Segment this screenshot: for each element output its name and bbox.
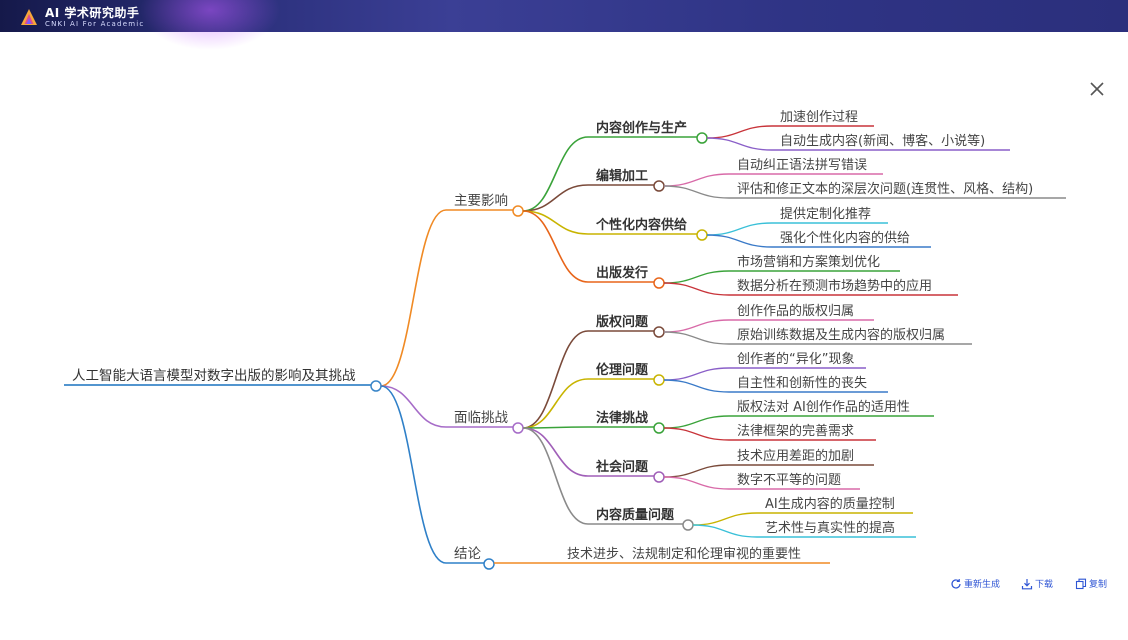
leaf-label: 市场营销和方案策划优化 bbox=[737, 254, 880, 270]
leaf-connector bbox=[663, 427, 730, 441]
child-label: 个性化内容供给 bbox=[595, 217, 687, 233]
branch-node[interactable] bbox=[512, 422, 524, 434]
download-label: 下载 bbox=[1035, 580, 1054, 590]
leaf-connector bbox=[692, 524, 758, 538]
leaf-connector bbox=[663, 282, 730, 296]
copy-label: 复制 bbox=[1089, 580, 1108, 590]
leaf-connector bbox=[663, 476, 730, 490]
branch-connector bbox=[380, 385, 447, 428]
child-label: 内容质量问题 bbox=[596, 507, 675, 523]
branch-connector bbox=[380, 209, 447, 387]
child-node[interactable] bbox=[653, 471, 665, 483]
leaf-label: 评估和修正文本的深层次问题(连贯性、风格、结构) bbox=[737, 181, 1033, 197]
child-connector bbox=[522, 426, 589, 429]
leaf-label: 提供定制化推荐 bbox=[780, 206, 871, 222]
leaf-connector bbox=[663, 173, 730, 187]
branch-node[interactable] bbox=[483, 558, 495, 570]
child-connector bbox=[522, 136, 589, 212]
refresh-icon bbox=[951, 578, 961, 589]
leaf-connector bbox=[663, 270, 730, 284]
leaf-connector bbox=[663, 367, 730, 381]
child-node[interactable] bbox=[653, 326, 665, 338]
child-label: 版权问题 bbox=[596, 314, 649, 330]
leaf-label: 自动生成内容(新闻、博客、小说等) bbox=[780, 133, 985, 149]
child-label: 出版发行 bbox=[596, 265, 648, 281]
child-connector bbox=[522, 210, 589, 283]
leaf-label: 创作者的“异化”现象 bbox=[737, 351, 854, 367]
branch-label: 主要影响 bbox=[454, 193, 508, 209]
child-node[interactable] bbox=[653, 374, 665, 386]
child-node[interactable] bbox=[696, 132, 708, 144]
conclusion-label: 技术进步、法规制定和伦理审视的重要性 bbox=[567, 546, 801, 562]
child-label: 编辑加工 bbox=[596, 168, 648, 184]
app-subtitle: CNKI AI For Academic bbox=[45, 20, 145, 28]
leaf-label: 加速创作过程 bbox=[780, 110, 858, 125]
leaf-label: 艺术性与真实性的提高 bbox=[765, 520, 895, 536]
leaf-connector bbox=[706, 234, 773, 248]
branch-label: 结论 bbox=[454, 546, 481, 562]
copy-button[interactable]: 复制 bbox=[1075, 577, 1107, 590]
leaf-label: 法律框架的完善需求 bbox=[737, 423, 854, 439]
leaf-connector bbox=[663, 185, 730, 199]
root-label: 人工智能大语言模型对数字出版的影响及其挑战 bbox=[72, 368, 356, 384]
regenerate-label: 重新生成 bbox=[964, 580, 1001, 590]
leaf-connector bbox=[663, 415, 730, 429]
download-button[interactable]: 下载 bbox=[1021, 577, 1053, 590]
child-connector bbox=[522, 427, 589, 477]
child-connector bbox=[522, 378, 589, 429]
child-label: 伦理问题 bbox=[596, 362, 649, 378]
close-icon[interactable] bbox=[1087, 79, 1107, 99]
leaf-connector bbox=[663, 319, 730, 333]
branch-node[interactable] bbox=[512, 205, 524, 217]
branch-label: 面临挑战 bbox=[454, 410, 508, 426]
leaf-connector bbox=[706, 137, 773, 151]
leaf-connector bbox=[692, 512, 758, 526]
child-node[interactable] bbox=[653, 422, 665, 434]
root-node[interactable] bbox=[370, 380, 382, 392]
leaf-connector bbox=[706, 222, 773, 236]
leaf-label: 版权法对 AI创作作品的适用性 bbox=[737, 399, 910, 415]
child-node[interactable] bbox=[682, 519, 694, 531]
leaf-label: 自主性和创新性的丧失 bbox=[737, 375, 867, 391]
child-connector bbox=[522, 210, 589, 235]
app-title: AI 学术研究助手 bbox=[45, 6, 140, 20]
child-node[interactable] bbox=[653, 277, 665, 289]
leaf-label: 数据分析在预测市场趋势中的应用 bbox=[737, 278, 932, 294]
leaf-label: 原始训练数据及生成内容的版权归属 bbox=[737, 327, 945, 343]
leaf-connector bbox=[663, 464, 730, 478]
leaf-label: 创作作品的版权归属 bbox=[737, 303, 854, 319]
top-bar: AI 学术研究助手 CNKI AI For Academic bbox=[0, 0, 1128, 50]
leaf-connector bbox=[706, 125, 773, 139]
regenerate-button[interactable]: 重新生成 bbox=[950, 577, 1000, 590]
leaf-connector bbox=[663, 331, 730, 345]
child-connector bbox=[522, 184, 589, 212]
child-connector bbox=[522, 427, 589, 525]
child-label: 法律挑战 bbox=[596, 410, 648, 426]
child-connector bbox=[522, 330, 589, 429]
child-label: 社会问题 bbox=[595, 459, 649, 475]
leaf-label: 强化个性化内容的供给 bbox=[780, 230, 910, 246]
ai-logo-icon bbox=[21, 9, 37, 25]
download-icon bbox=[1021, 578, 1033, 589]
leaf-label: 自动纠正语法拼写错误 bbox=[737, 158, 867, 173]
child-label: 内容创作与生产 bbox=[596, 120, 687, 136]
child-node[interactable] bbox=[653, 180, 665, 192]
leaf-label: AI生成内容的质量控制 bbox=[765, 496, 895, 512]
leaf-label: 数字不平等的问题 bbox=[737, 472, 841, 488]
child-node[interactable] bbox=[696, 229, 708, 241]
leaf-label: 技术应用差距的加剧 bbox=[737, 448, 854, 464]
branch-connector bbox=[380, 385, 447, 564]
copy-icon bbox=[1075, 578, 1087, 589]
leaf-connector bbox=[663, 379, 730, 393]
